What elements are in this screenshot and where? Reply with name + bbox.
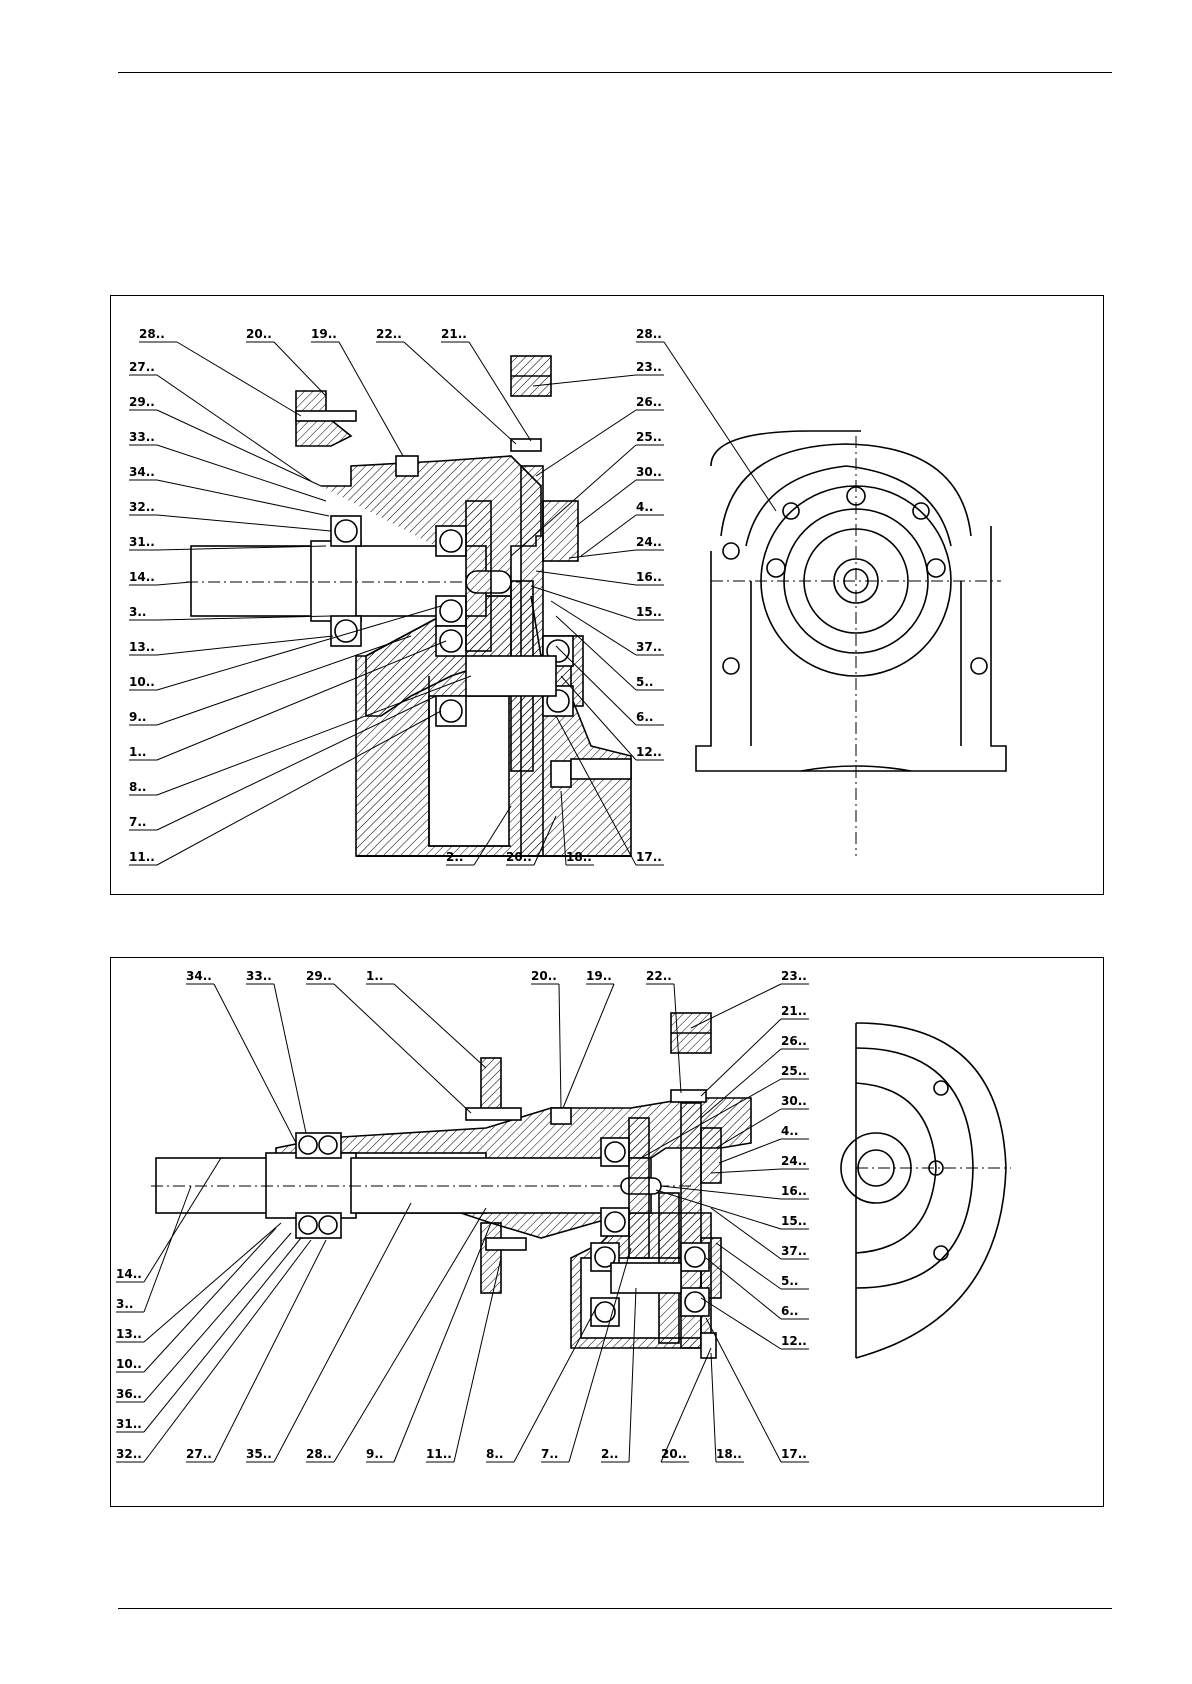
footer-rule xyxy=(118,1608,1112,1609)
figure-2-leader-lines xyxy=(116,983,809,1463)
callout: 25.. xyxy=(636,430,662,444)
callout: 11.. xyxy=(426,1447,452,1461)
callout: 1.. xyxy=(129,745,146,759)
callout: 20.. xyxy=(531,969,557,983)
callout: 11.. xyxy=(129,850,155,864)
gearbox-end-view xyxy=(695,430,1007,856)
callout: 35.. xyxy=(246,1447,272,1461)
callout: 22.. xyxy=(376,327,402,341)
callout: 30.. xyxy=(636,465,662,479)
callout: 7.. xyxy=(129,815,146,829)
figure-1-callouts-right: 23.. 26.. 25.. 30.. 4.. 24.. 16.. 15.. 3… xyxy=(636,360,662,759)
callout: 8.. xyxy=(129,780,146,794)
callout: 30.. xyxy=(781,1094,807,1108)
figure-1-callouts-bottom: 2.. 20.. 18.. 17.. xyxy=(446,850,662,864)
callout: 34.. xyxy=(186,969,212,983)
callout: 23.. xyxy=(636,360,662,374)
callout: 31.. xyxy=(116,1417,142,1431)
figure-1-frame: 28.. 20.. 19.. 22.. 21.. 28.. 27.. 29.. … xyxy=(110,295,1104,895)
callout: 2.. xyxy=(601,1447,618,1461)
callout: 4.. xyxy=(636,500,653,514)
callout: 19.. xyxy=(586,969,612,983)
callout: 32.. xyxy=(116,1447,142,1461)
callout: 13.. xyxy=(116,1327,142,1341)
callout: 5.. xyxy=(781,1274,798,1288)
callout: 5.. xyxy=(636,675,653,689)
figure-2-callouts-top: 34.. 33.. 29.. 1.. 20.. 19.. 22.. 23.. xyxy=(186,969,807,983)
callout: 20.. xyxy=(661,1447,687,1461)
callout: 7.. xyxy=(541,1447,558,1461)
callout: 28.. xyxy=(636,327,662,341)
callout: 14.. xyxy=(116,1267,142,1281)
callout: 37.. xyxy=(636,640,662,654)
figure-2-frame: 34.. 33.. 29.. 1.. 20.. 19.. 22.. 23.. 1… xyxy=(110,957,1104,1507)
figure-1-leader-lines xyxy=(129,341,777,866)
callout: 18.. xyxy=(716,1447,742,1461)
callout: 21.. xyxy=(441,327,467,341)
callout: 25.. xyxy=(781,1064,807,1078)
callout: 16.. xyxy=(781,1184,807,1198)
gearbox-section-view xyxy=(186,355,632,857)
callout: 9.. xyxy=(129,710,146,724)
callout: 20.. xyxy=(246,327,272,341)
callout: 13.. xyxy=(129,640,155,654)
callout: 32.. xyxy=(129,500,155,514)
figure-1-callouts-top: 28.. 20.. 19.. 22.. 21.. 28.. xyxy=(139,327,662,341)
callout: 28.. xyxy=(139,327,165,341)
callout: 6.. xyxy=(636,710,653,724)
callout: 33.. xyxy=(129,430,155,444)
callout: 33.. xyxy=(246,969,272,983)
callout: 27.. xyxy=(129,360,155,374)
callout: 29.. xyxy=(129,395,155,409)
callout: 34.. xyxy=(129,465,155,479)
callout: 17.. xyxy=(781,1447,807,1461)
figure-2-callouts-right: 21.. 26.. 25.. 30.. 4.. 24.. 16.. 15.. 3… xyxy=(781,1004,807,1348)
header-rule xyxy=(118,72,1112,73)
callout: 23.. xyxy=(781,969,807,983)
callout: 15.. xyxy=(781,1214,807,1228)
callout: 24.. xyxy=(636,535,662,549)
callout: 21.. xyxy=(781,1004,807,1018)
callout: 2.. xyxy=(446,850,463,864)
callout: 26.. xyxy=(781,1034,807,1048)
callout: 15.. xyxy=(636,605,662,619)
callout: 22.. xyxy=(646,969,672,983)
callout: 12.. xyxy=(636,745,662,759)
gearbox-long-section-view xyxy=(151,1012,1011,1359)
callout: 29.. xyxy=(306,969,332,983)
callout: 26.. xyxy=(636,395,662,409)
figure-1-callouts-left: 27.. 29.. 33.. 34.. 32.. 31.. 14.. 3.. 1… xyxy=(129,360,155,864)
callout: 28.. xyxy=(306,1447,332,1461)
callout: 18.. xyxy=(566,850,592,864)
callout: 1.. xyxy=(366,969,383,983)
figure-1-drawing: 28.. 20.. 19.. 22.. 21.. 28.. 27.. 29.. … xyxy=(129,327,1007,866)
callout: 12.. xyxy=(781,1334,807,1348)
callout: 9.. xyxy=(366,1447,383,1461)
callout: 4.. xyxy=(781,1124,798,1138)
callout: 16.. xyxy=(636,570,662,584)
callout: 10.. xyxy=(116,1357,142,1371)
callout: 20.. xyxy=(506,850,532,864)
callout: 8.. xyxy=(486,1447,503,1461)
callout: 19.. xyxy=(311,327,337,341)
callout: 17.. xyxy=(636,850,662,864)
callout: 10.. xyxy=(129,675,155,689)
figure-2-drawing: 34.. 33.. 29.. 1.. 20.. 19.. 22.. 23.. 1… xyxy=(116,969,1011,1463)
callout: 31.. xyxy=(129,535,155,549)
callout: 14.. xyxy=(129,570,155,584)
figure-2-callouts-bottom: 27.. 35.. 28.. 9.. 11.. 8.. 7.. 2.. 20..… xyxy=(186,1447,807,1461)
figure-2-callouts-left: 14.. 3.. 13.. 10.. 36.. 31.. 32.. xyxy=(116,1267,142,1461)
callout: 3.. xyxy=(129,605,146,619)
callout: 27.. xyxy=(186,1447,212,1461)
callout: 6.. xyxy=(781,1304,798,1318)
callout: 37.. xyxy=(781,1244,807,1258)
callout: 24.. xyxy=(781,1154,807,1168)
callout: 36.. xyxy=(116,1387,142,1401)
callout: 3.. xyxy=(116,1297,133,1311)
